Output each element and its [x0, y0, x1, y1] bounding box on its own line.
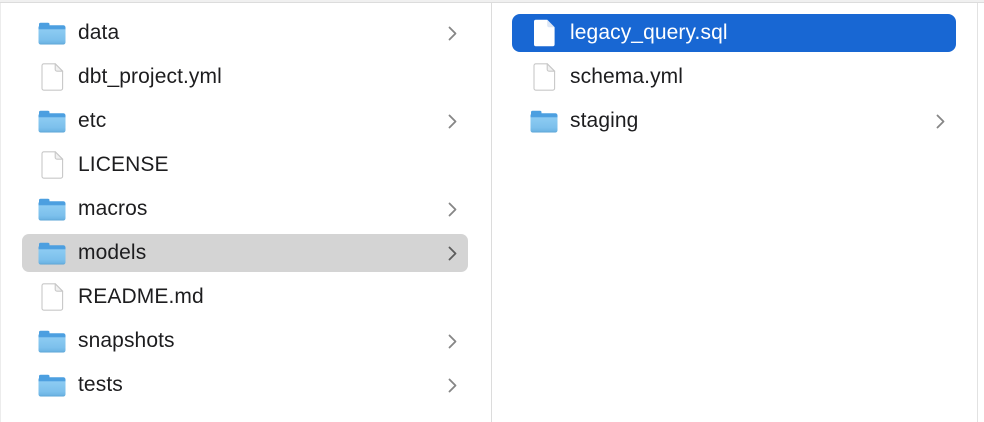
selection-highlight: [512, 14, 956, 52]
item-label: staging: [570, 109, 639, 132]
column-left: data dbt_project.yml etc LICENSE: [0, 3, 492, 422]
chevron-right-icon: [447, 25, 458, 42]
item-label: models: [78, 241, 147, 264]
list-item-models[interactable]: models: [0, 231, 491, 275]
column-right: legacy_query.sql schema.yml staging: [492, 3, 978, 422]
column-browser: data dbt_project.yml etc LICENSE: [0, 3, 984, 422]
list-item-dbt-project-yml[interactable]: dbt_project.yml: [0, 55, 491, 99]
item-label: schema.yml: [570, 65, 684, 88]
item-label: etc: [78, 109, 107, 132]
list-item-etc[interactable]: etc: [0, 99, 491, 143]
chevron-right-icon: [447, 333, 458, 350]
list-item-tests[interactable]: tests: [0, 363, 491, 407]
item-label: macros: [78, 197, 148, 220]
chevron-right-icon: [447, 201, 458, 218]
file-icon: [38, 151, 66, 179]
list-item-staging[interactable]: staging: [492, 99, 977, 143]
item-label: tests: [78, 373, 123, 396]
list-item-macros[interactable]: macros: [0, 187, 491, 231]
window-top-strip: [0, 0, 984, 2]
file-icon: [38, 63, 66, 91]
folder-icon: [38, 19, 66, 47]
item-label: legacy_query.sql: [570, 21, 728, 44]
chevron-right-icon: [447, 377, 458, 394]
folder-icon: [38, 239, 66, 267]
chevron-right-icon: [447, 245, 458, 262]
item-label: LICENSE: [78, 153, 169, 176]
list-item-license[interactable]: LICENSE: [0, 143, 491, 187]
item-label: snapshots: [78, 329, 175, 352]
folder-icon: [38, 195, 66, 223]
item-label: data: [78, 21, 120, 44]
list-item-data[interactable]: data: [0, 11, 491, 55]
window-left-border: [0, 3, 1, 422]
item-label: README.md: [78, 285, 204, 308]
folder-icon: [38, 107, 66, 135]
file-icon: [38, 283, 66, 311]
list-item-legacy-query-sql[interactable]: legacy_query.sql: [492, 11, 977, 55]
selection-highlight: [22, 234, 468, 272]
folder-icon: [38, 327, 66, 355]
list-item-schema-yml[interactable]: schema.yml: [492, 55, 977, 99]
list-item-snapshots[interactable]: snapshots: [0, 319, 491, 363]
folder-icon: [38, 371, 66, 399]
item-label: dbt_project.yml: [78, 65, 222, 88]
list-item-readme-md[interactable]: README.md: [0, 275, 491, 319]
chevron-right-icon: [447, 113, 458, 130]
folder-icon: [530, 107, 558, 135]
file-icon: [530, 19, 558, 47]
file-icon: [530, 63, 558, 91]
chevron-right-icon: [935, 113, 946, 130]
window-top-border: [0, 2, 984, 3]
